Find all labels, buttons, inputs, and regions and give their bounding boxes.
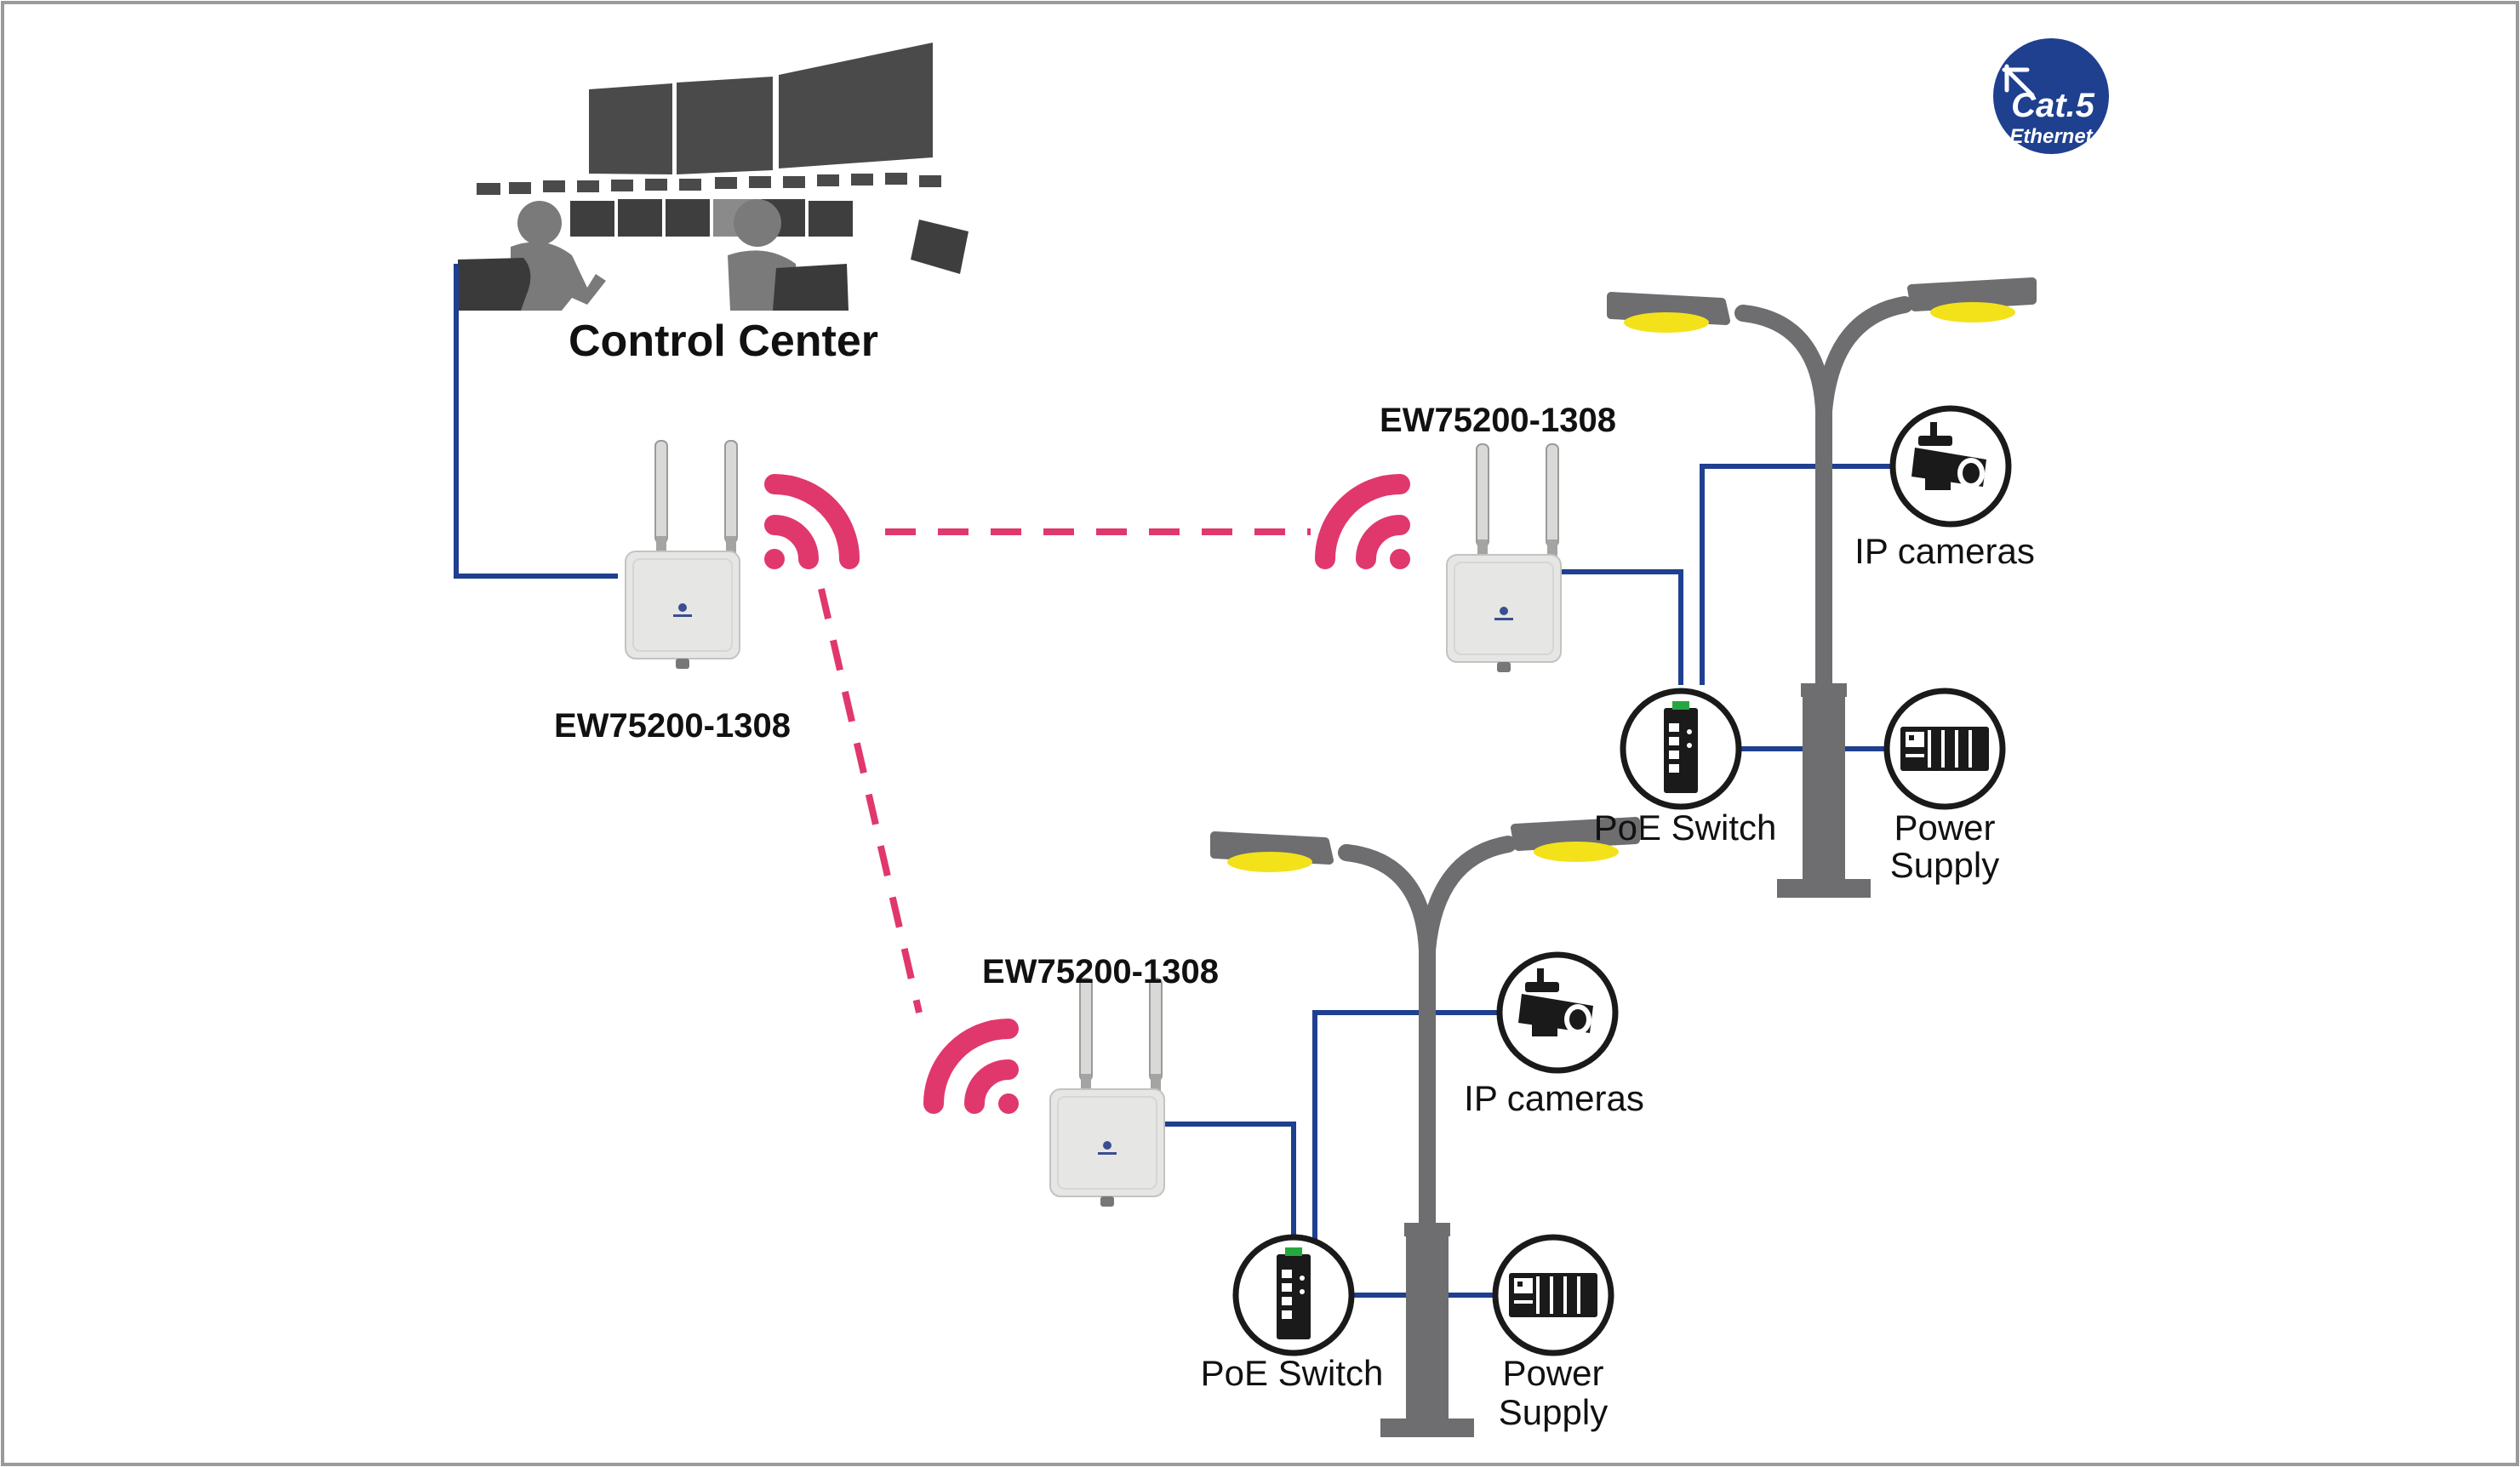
wifi-icon bbox=[1325, 484, 1410, 569]
wireless-links bbox=[818, 528, 1311, 1013]
cat5-badge-line1: Cat.5 bbox=[2011, 87, 2095, 124]
site-2-power-label-1: Power bbox=[1502, 1353, 1603, 1393]
wifi-icon bbox=[934, 1029, 1019, 1114]
cat5-badge-line2: Ethernet bbox=[2009, 125, 2093, 148]
site-1-power-label-2: Supply bbox=[1890, 845, 1999, 885]
site-2-switch-label: PoE Switch bbox=[1201, 1353, 1384, 1393]
cat5-badge: Cat.5 Ethernet bbox=[1993, 38, 2109, 154]
control-center-illustration bbox=[458, 43, 969, 311]
site-1-camera-label: IP cameras bbox=[1854, 531, 2035, 571]
ap-center-label: EW75200-1308 bbox=[554, 707, 791, 745]
site-2-power-label-2: Supply bbox=[1499, 1392, 1608, 1432]
poe-switch-icon bbox=[1623, 691, 1739, 807]
wifi-icon bbox=[764, 484, 849, 569]
power-supply-icon bbox=[1887, 691, 2003, 807]
camera-icon bbox=[1500, 955, 1615, 1070]
control-center-label: Control Center bbox=[569, 317, 878, 366]
access-point bbox=[1446, 443, 1562, 673]
site-1-power-label-1: Power bbox=[1894, 808, 1995, 848]
ap-remote-1-label: EW75200-1308 bbox=[1380, 402, 1616, 439]
access-point bbox=[1049, 978, 1165, 1207]
site-2-camera-label: IP cameras bbox=[1464, 1078, 1644, 1118]
power-supply-icon bbox=[1495, 1237, 1611, 1353]
access-point bbox=[625, 440, 740, 670]
poe-switch-icon bbox=[1236, 1237, 1351, 1353]
site-1-switch-label: PoE Switch bbox=[1594, 808, 1777, 848]
camera-icon bbox=[1893, 408, 2009, 524]
ap-remote-2-label: EW75200-1308 bbox=[982, 953, 1219, 990]
